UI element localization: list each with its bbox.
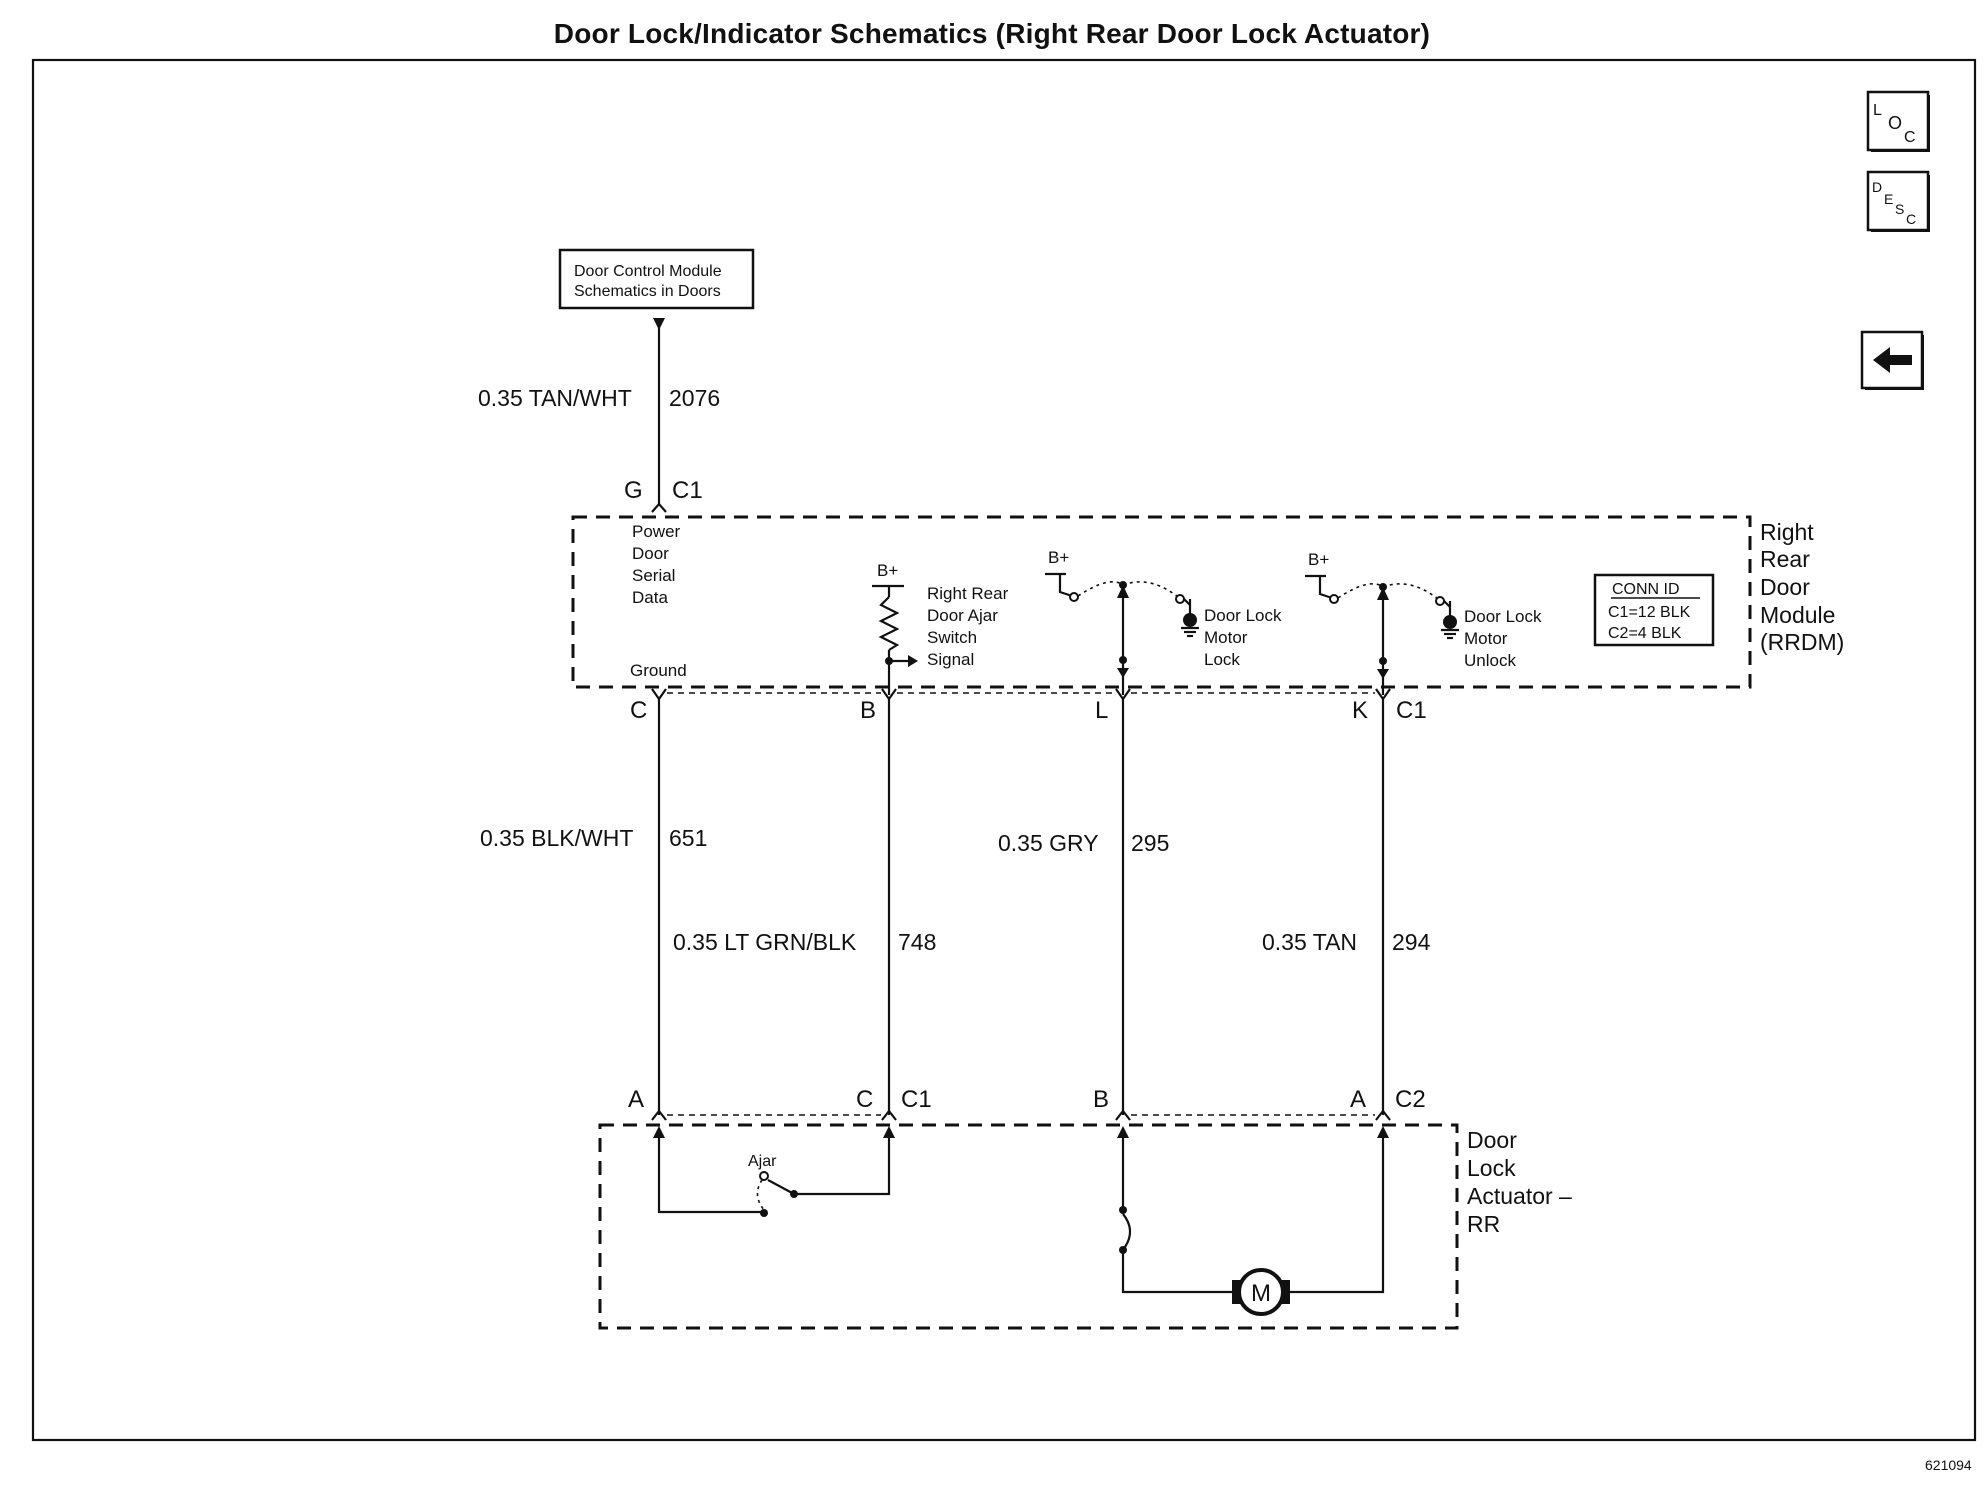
ground-label: Ground [630, 661, 687, 680]
svg-text:(RRDM): (RRDM) [1760, 629, 1844, 655]
unlock-relay-switch-icon [1337, 583, 1439, 600]
desc-letter-e: E [1884, 191, 1893, 207]
module-connector-c1: C1 [1396, 697, 1427, 724]
desc-letter-c: C [1906, 211, 1916, 227]
reference-line-2: Schematics in Doors [574, 283, 721, 300]
wire-2076-circuit: 2076 [669, 385, 720, 411]
wire-748-spec: 0.35 LT GRN/BLK [673, 929, 857, 955]
svg-text:Door Ajar: Door Ajar [927, 606, 998, 625]
pullup-resistor-icon [878, 596, 900, 651]
ajar-signal-label: Right Rear Door Ajar Switch Signal [927, 584, 1009, 669]
motor-label: M [1251, 1280, 1271, 1307]
svg-text:Serial: Serial [632, 566, 675, 585]
svg-text:Data: Data [632, 588, 668, 607]
svg-text:Lock: Lock [1204, 650, 1240, 669]
svg-text:Lock: Lock [1467, 1155, 1516, 1181]
motor-icon: M [1232, 1268, 1290, 1316]
svg-text:Door: Door [1467, 1127, 1517, 1153]
motor-thermal-switch-icon [1122, 1213, 1132, 1248]
ajar-switch-label: Ajar [748, 1153, 777, 1170]
bplus-unlock: B+ [1308, 550, 1329, 569]
pin-g: G [624, 477, 643, 504]
lock-ground-icon [1183, 613, 1197, 627]
module-pin-k: K [1352, 697, 1368, 724]
bplus-lock: B+ [1048, 548, 1069, 567]
svg-text:Rear: Rear [1760, 546, 1810, 572]
svg-text:Door: Door [632, 544, 669, 563]
svg-text:Motor: Motor [1204, 628, 1248, 647]
wire-294-circuit: 294 [1392, 929, 1431, 955]
svg-text:Switch: Switch [927, 628, 977, 647]
desc-letter-d: D [1872, 179, 1882, 195]
svg-text:Door Lock: Door Lock [1204, 606, 1282, 625]
power-door-serial-data-label: Power Door Serial Data [632, 522, 681, 607]
svg-text:Right Rear: Right Rear [927, 584, 1009, 603]
module-pin-c: C [630, 697, 647, 724]
back-arrow-icon [1873, 347, 1912, 373]
svg-text:Signal: Signal [927, 650, 974, 669]
conn-id-box: CONN ID C1=12 BLK C2=4 BLK [1593, 573, 1715, 647]
lock-motor-label: Door Lock Motor Lock [1204, 606, 1282, 669]
wire-748-circuit: 748 [898, 929, 936, 955]
ajar-switch-icon [767, 1179, 795, 1195]
svg-text:Right: Right [1760, 519, 1814, 545]
wire-294-spec: 0.35 TAN [1262, 929, 1357, 955]
wire-295-circuit: 295 [1131, 830, 1169, 856]
module-pin-l: L [1095, 697, 1108, 724]
module-pin-b: B [860, 697, 876, 724]
door-control-module-reference[interactable]: Door Control Module Schematics in Doors [558, 248, 755, 310]
figure-number: 621094 [1925, 1457, 1972, 1473]
back-button[interactable] [1860, 330, 1924, 390]
svg-text:Unlock: Unlock [1464, 651, 1516, 670]
rrdm-module-name: Right Rear Door Module (RRDM) [1760, 519, 1844, 655]
wire-651-circuit: 651 [669, 825, 707, 851]
svg-text:Actuator –: Actuator – [1467, 1183, 1572, 1209]
rrdm-module-boundary [571, 515, 1752, 689]
svg-text:C1=12 BLK: C1=12 BLK [1608, 604, 1691, 621]
wire-651-spec: 0.35 BLK/WHT [480, 825, 633, 851]
loc-letter-l: L [1873, 102, 1882, 119]
actuator-boundary [598, 1123, 1459, 1330]
reference-arrow-icon [653, 318, 665, 330]
bplus-ajar: B+ [877, 561, 898, 580]
page-title: Door Lock/Indicator Schematics (Right Re… [553, 18, 1431, 49]
svg-text:Door Lock: Door Lock [1464, 607, 1542, 626]
svg-text:Door: Door [1760, 574, 1810, 600]
location-button[interactable]: L O C [1866, 90, 1930, 152]
desc-letter-s: S [1895, 201, 1904, 217]
actuator-pin-b: B [1093, 1086, 1109, 1113]
loc-letter-o: O [1888, 113, 1902, 133]
svg-text:Motor: Motor [1464, 629, 1508, 648]
unlock-motor-label: Door Lock Motor Unlock [1464, 607, 1542, 670]
description-button[interactable]: D E S C [1866, 170, 1930, 232]
svg-text:Module: Module [1760, 602, 1835, 628]
lock-relay-switch-icon [1077, 581, 1179, 598]
reference-line-1: Door Control Module [574, 263, 722, 280]
wire-2076-spec: 0.35 TAN/WHT [478, 385, 632, 411]
actuator-pin-a2: A [1350, 1086, 1366, 1113]
svg-text:C2=4 BLK: C2=4 BLK [1608, 625, 1682, 642]
diagram-frame [31, 58, 1977, 1442]
svg-text:RR: RR [1467, 1211, 1500, 1237]
svg-text:Power: Power [632, 522, 681, 541]
svg-text:CONN ID: CONN ID [1612, 581, 1680, 598]
unlock-ground-icon [1443, 615, 1457, 629]
connector-c1-top: C1 [672, 477, 703, 504]
actuator-connector-c1: C1 [901, 1086, 932, 1113]
wire-295-spec: 0.35 GRY [998, 830, 1099, 856]
actuator-name: Door Lock Actuator – RR [1467, 1127, 1572, 1237]
actuator-pin-c: C [856, 1086, 873, 1113]
actuator-pin-a: A [628, 1086, 644, 1113]
actuator-connector-c2: C2 [1395, 1086, 1426, 1113]
loc-letter-c: C [1904, 129, 1916, 146]
